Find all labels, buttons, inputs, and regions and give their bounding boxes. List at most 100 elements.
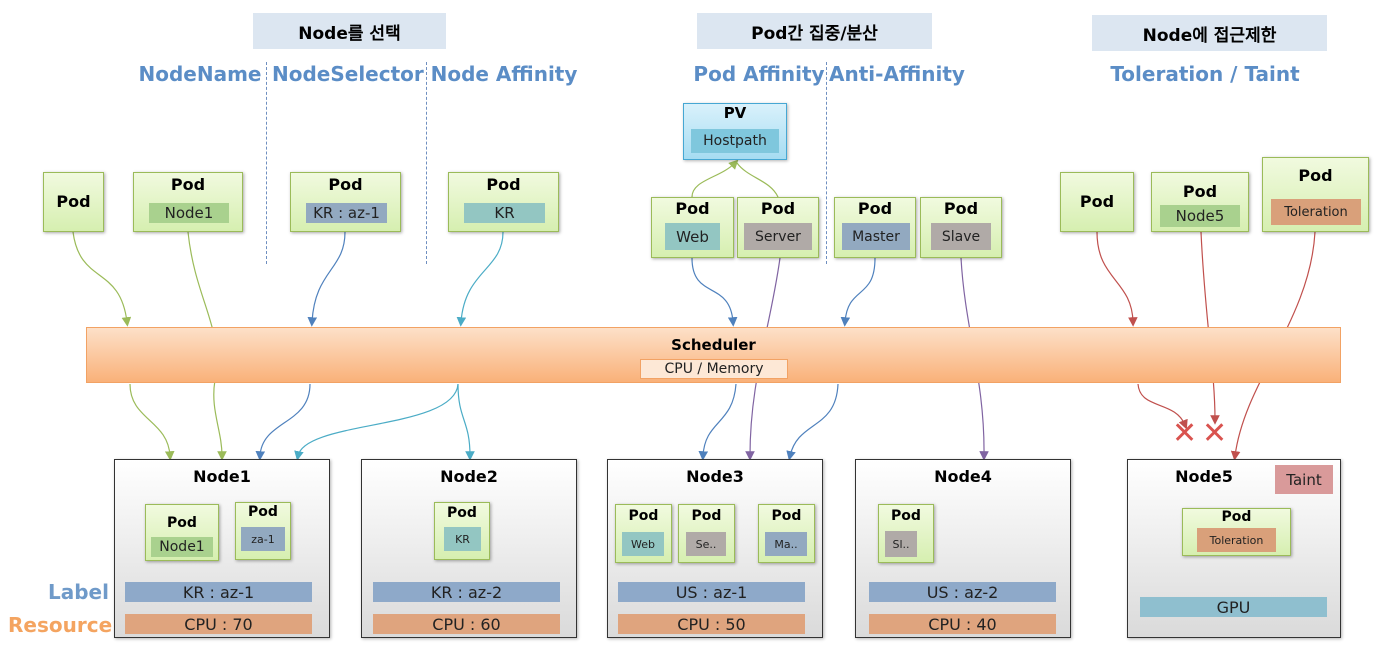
subtitle-node-affinity: Node Affinity <box>430 62 578 86</box>
label-bar: US : az-1 <box>618 582 805 602</box>
pod-node-affinity: Pod KR <box>448 172 559 232</box>
pod-server: Pod Server <box>737 197 819 258</box>
pod-title: Pod <box>891 508 921 524</box>
pod-title: Pod <box>56 192 91 211</box>
arrow-pod10-cross <box>1200 231 1220 425</box>
cross-mark-icon: ✕ <box>1172 416 1198 451</box>
node-pod: Pod Sl.. <box>878 504 934 563</box>
pod-chip: KR : az-1 <box>306 203 387 223</box>
scheduler-chip: CPU / Memory <box>640 359 788 379</box>
node-2: Node2 Pod KR KR : az-2 CPU : 60 <box>361 459 577 638</box>
pod-web: Pod Web <box>651 197 734 258</box>
resource-bar: CPU : 60 <box>373 614 560 634</box>
subtitle-toleration-taint: Toleration / Taint <box>1110 62 1300 86</box>
node-pod: Pod KR <box>434 502 490 560</box>
node-title: Node3 <box>686 467 744 486</box>
arrow-sched-node1b <box>255 383 311 461</box>
subtitle-nodeselector: NodeSelector <box>272 62 424 86</box>
persistent-volume: PV Hostpath <box>683 103 787 160</box>
pod-chip: Node5 <box>1160 205 1240 227</box>
separator-line <box>266 62 267 264</box>
node-1: Node1 Pod Node1 Pod za-1 KR : az-1 CPU :… <box>114 459 330 638</box>
pv-chip: Hostpath <box>691 129 779 153</box>
pod-title: Pod <box>691 508 722 524</box>
node-4: Node4 Pod Sl.. US : az-2 CPU : 40 <box>855 459 1071 638</box>
pod-chip: za-1 <box>241 527 285 551</box>
arrow-pod9-scheduler <box>1096 231 1138 327</box>
pod-title: Pod <box>943 199 979 218</box>
node-title: Node2 <box>440 467 498 486</box>
pod-title: Pod <box>675 199 710 218</box>
pod-chip: Master <box>842 223 910 250</box>
pod-title: Pod <box>628 508 659 524</box>
node-pod: Pod za-1 <box>235 502 291 560</box>
pod-title: Pod <box>1221 509 1252 525</box>
label-bar: US : az-2 <box>869 582 1056 602</box>
category-pod-grouping: Pod간 집중/분산 <box>697 13 932 49</box>
pod-chip: Slave <box>931 223 991 250</box>
pod-title: Pod <box>328 175 363 194</box>
pod-title: Pod <box>486 175 521 194</box>
subtitle-nodename: NodeName <box>138 62 262 86</box>
scheduler-title: Scheduler <box>671 336 756 354</box>
separator-line <box>826 62 827 264</box>
node-title: Node5 <box>1175 467 1233 486</box>
pod-chip: Web <box>665 223 720 250</box>
node-title: Node4 <box>934 467 992 486</box>
pod-title: Pod <box>760 199 796 218</box>
pod-toleration-plain: Pod <box>1060 172 1134 232</box>
separator-line <box>426 62 427 264</box>
node-3: Node3 Pod Web Pod Se.. Pod Ma.. US : az-… <box>607 459 823 638</box>
pod-chip: Toleration <box>1271 199 1361 225</box>
label-bar: KR : az-2 <box>373 582 560 602</box>
resource-bar: CPU : 70 <box>125 614 312 634</box>
side-label-resource: Resource <box>8 613 113 637</box>
gpu-bar: GPU <box>1140 597 1327 617</box>
pod-nodeselector: Pod KR : az-1 <box>290 172 401 232</box>
pod-chip: Sl.. <box>885 531 917 557</box>
arrow-pod3-scheduler <box>307 231 346 327</box>
node-pod: Pod Se.. <box>678 504 735 563</box>
pv-title: PV <box>723 104 747 122</box>
arrow-sched-node1c <box>294 383 459 461</box>
pod-title: Pod <box>771 508 802 524</box>
taint-badge: Taint <box>1275 465 1333 494</box>
arrow-sched-node1a <box>129 383 175 461</box>
pod-master: Pod Master <box>834 197 916 258</box>
pod-slave: Pod Slave <box>920 197 1002 258</box>
arrow-sched-node3b <box>786 383 839 461</box>
subtitle-anti-affinity: Anti-Affinity <box>829 62 965 86</box>
arrow-sched-node3a <box>698 383 737 461</box>
arrow-sched-cross <box>1137 383 1188 430</box>
pod-chip: Node1 <box>151 537 213 557</box>
category-node-select: Node를 선택 <box>253 13 446 49</box>
arrow-pod5-pv <box>691 159 739 198</box>
pod-chip: Server <box>744 223 812 250</box>
pod-chip: Node1 <box>149 203 229 223</box>
subtitle-pod-affinity: Pod Affinity <box>693 62 825 86</box>
pod-nodename: Pod Node1 <box>133 172 243 232</box>
arrow-pod1-scheduler <box>72 231 132 327</box>
category-node-restrict: Node에 접근제한 <box>1092 15 1327 51</box>
pod-title: Pod <box>1298 166 1333 185</box>
pod-chip: KR <box>464 203 545 223</box>
pod-chip: Web <box>622 532 664 556</box>
node-pod: Pod Node1 <box>145 504 219 561</box>
label-bar: KR : az-1 <box>125 582 312 602</box>
resource-bar: CPU : 40 <box>869 614 1056 634</box>
pod-title: Pod <box>170 175 206 194</box>
pod-title: Pod <box>167 515 197 531</box>
pod-node5: Pod Node5 <box>1151 172 1249 232</box>
scheduler: Scheduler CPU / Memory <box>86 327 1341 383</box>
pod-chip: KR <box>444 527 481 551</box>
arrow-pod5-scheduler <box>691 257 738 327</box>
node-pod: Pod Ma.. <box>758 504 815 563</box>
pod-title: Pod <box>1182 182 1218 201</box>
pod-title: Pod <box>447 505 477 521</box>
arrow-sched-node2 <box>457 383 475 461</box>
pod-nodename-plain: Pod <box>43 172 104 232</box>
resource-bar: CPU : 50 <box>618 614 805 634</box>
arrow-pod4-scheduler <box>456 231 504 327</box>
node-title: Node1 <box>193 467 251 486</box>
pod-title: Pod <box>857 199 893 218</box>
